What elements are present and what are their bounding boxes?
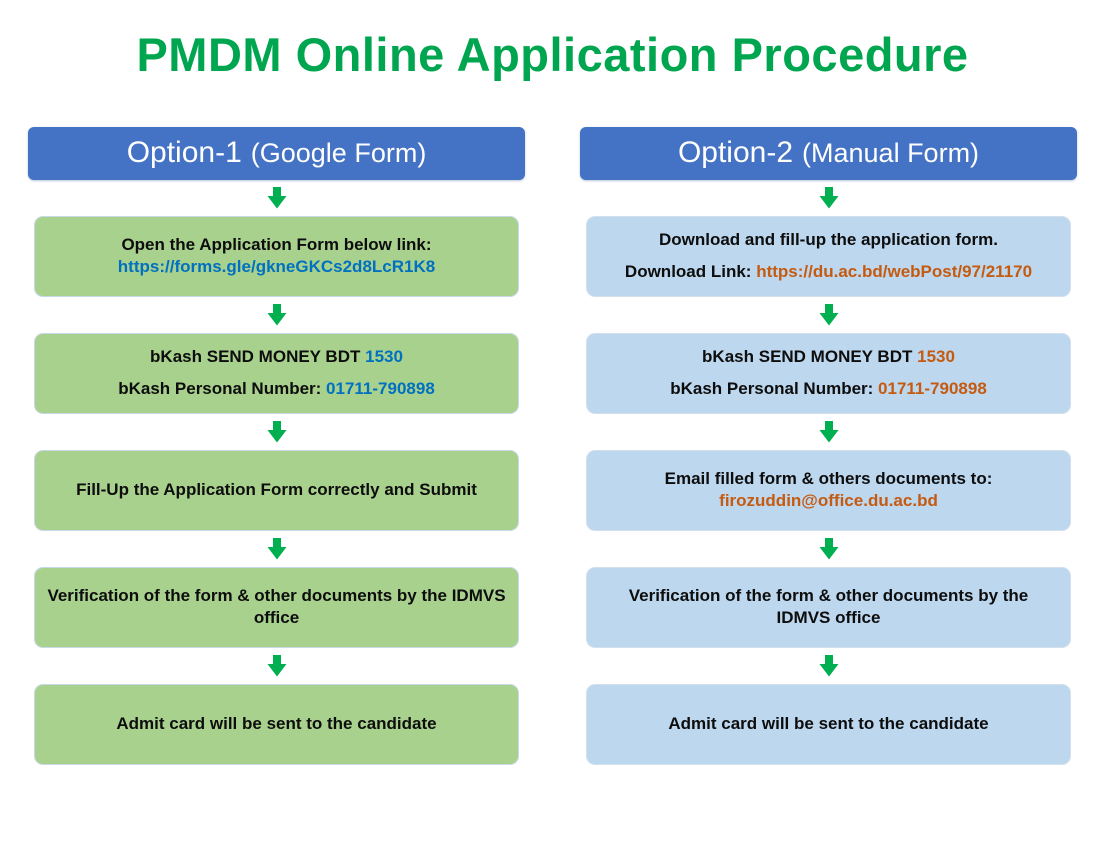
down-arrow-icon <box>266 303 288 326</box>
step-text: Email filled form & others documents to: <box>664 468 993 488</box>
step-line: Download Link: https://du.ac.bd/webPost/… <box>625 261 1032 283</box>
step-box: Verification of the form & other documen… <box>586 566 1071 648</box>
flowchart: Option-1 (Google Form) Open the Applicat… <box>0 126 1105 765</box>
step-text: Verification of the form & other documen… <box>628 585 1029 628</box>
column-option-2: Option-2 (Manual Form) Download and fill… <box>580 126 1077 765</box>
down-arrow-icon <box>818 420 840 443</box>
down-arrow-icon <box>818 303 840 326</box>
step-text: bKash Personal Number: <box>118 379 327 399</box>
down-arrow-icon <box>818 654 840 677</box>
header-title: Option-2 <box>677 136 794 170</box>
step-text: Download Link: <box>624 262 757 282</box>
bkash-number[interactable]: 01711-790898 <box>326 379 435 399</box>
step-line: Fill-Up the Application Form correctly a… <box>76 479 477 501</box>
step-text: Admit card will be sent to the candidate <box>668 714 989 734</box>
step-text: Fill-Up the Application Form correctly a… <box>76 480 477 500</box>
step-line: bKash Personal Number: 01711-790898 <box>118 378 435 400</box>
down-arrow-icon <box>818 186 840 209</box>
step-line: Verification of the form & other documen… <box>37 585 516 630</box>
down-arrow-icon <box>266 186 288 209</box>
step-line: bKash Personal Number: 01711-790898 <box>670 378 987 400</box>
steps: Download and fill-up the application for… <box>580 180 1077 765</box>
step-box: bKash SEND MONEY BDT 1530 bKash Personal … <box>586 332 1071 414</box>
down-arrow-icon <box>818 537 840 560</box>
step-box: bKash SEND MONEY BDT 1530 bKash Personal … <box>34 332 519 414</box>
option-2-header: Option-2 (Manual Form) <box>580 126 1077 180</box>
option-1-header: Option-1 (Google Form) <box>28 126 525 180</box>
step-box: Admit card will be sent to the candidate <box>586 683 1071 765</box>
google-form-link[interactable]: https://forms.gle/gkneGKCs2d8LcR1K8 <box>117 257 436 277</box>
step-text: Admit card will be sent to the candidate <box>116 714 437 734</box>
step-box: Download and fill-up the application for… <box>586 215 1071 297</box>
step-box: Email filled form & others documents to:… <box>586 449 1071 531</box>
step-line: Admit card will be sent to the candidate <box>116 713 436 735</box>
page-title: PMDM Online Application Procedure <box>136 28 969 81</box>
bkash-number[interactable]: 01711-790898 <box>878 379 987 399</box>
step-line: Open the Application Form below link: <box>121 234 431 256</box>
bkash-amount[interactable]: 1530 <box>917 346 955 366</box>
step-line: Email filled form & others documents to: <box>665 468 993 490</box>
step-line: bKash SEND MONEY BDT 1530 <box>702 346 955 368</box>
header-subtitle: (Google Form) <box>250 137 427 168</box>
header-subtitle: (Manual Form) <box>802 137 980 168</box>
step-text: Open the Application Form below link: <box>121 234 432 254</box>
step-line: https://forms.gle/gkneGKCs2d8LcR1K8 <box>118 256 435 278</box>
steps: Open the Application Form below link: htt… <box>28 180 525 765</box>
down-arrow-icon <box>266 420 288 443</box>
header-title: Option-1 <box>126 136 242 170</box>
step-line: bKash SEND MONEY BDT 1530 <box>150 346 403 368</box>
step-text: Download and fill-up the application for… <box>658 229 999 249</box>
column-option-1: Option-1 (Google Form) Open the Applicat… <box>28 126 525 765</box>
bkash-amount[interactable]: 1530 <box>365 346 403 366</box>
step-box: Admit card will be sent to the candidate <box>34 683 519 765</box>
step-box: Verification of the form & other documen… <box>34 566 519 648</box>
step-line: Download and fill-up the application for… <box>659 229 998 251</box>
down-arrow-icon <box>266 654 288 677</box>
step-text: bKash SEND MONEY BDT <box>702 346 918 366</box>
step-line: Admit card will be sent to the candidate <box>668 713 988 735</box>
step-box: Open the Application Form below link: htt… <box>34 215 519 297</box>
step-text: bKash SEND MONEY BDT <box>150 346 366 366</box>
step-box: Fill-Up the Application Form correctly a… <box>34 449 519 531</box>
step-text: bKash Personal Number: <box>670 379 879 399</box>
download-link[interactable]: https://du.ac.bd/webPost/97/21170 <box>756 262 1033 282</box>
step-text: Verification of the form & other documen… <box>47 585 506 628</box>
down-arrow-icon <box>266 537 288 560</box>
step-line: Verification of the form & other documen… <box>602 585 1055 630</box>
step-line: firozuddin@office.du.ac.bd <box>719 490 938 512</box>
email-link[interactable]: firozuddin@office.du.ac.bd <box>719 491 938 511</box>
